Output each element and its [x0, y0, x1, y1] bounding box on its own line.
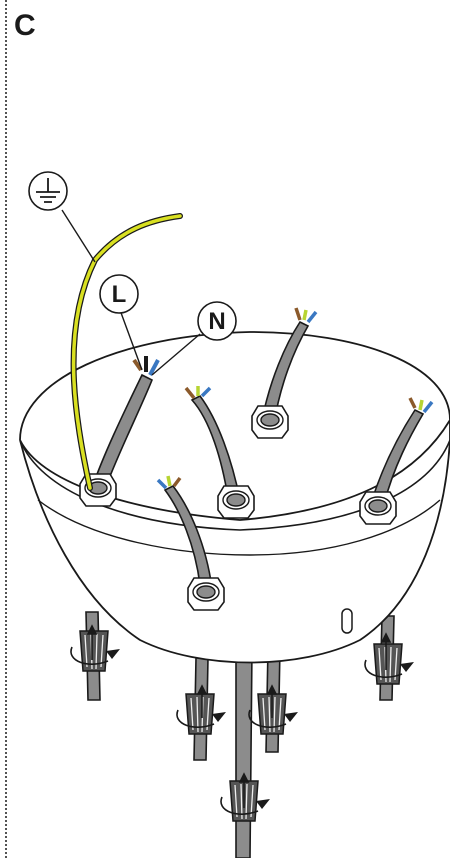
live-neutral-cable	[90, 373, 154, 494]
cable-2	[190, 394, 242, 501]
canopy-slot	[341, 608, 353, 634]
connector-3	[248, 693, 299, 735]
canopy-rim-band	[19, 439, 450, 531]
neutral-callout: N	[197, 301, 237, 341]
cable-4	[370, 408, 425, 506]
neutral-label: N	[208, 308, 225, 335]
cable-3	[261, 320, 310, 426]
wire-cores	[132, 307, 434, 490]
canopy-inner-rim	[37, 499, 441, 556]
connector-1	[70, 630, 121, 672]
canopy-bowl	[19, 418, 450, 664]
connector-5	[220, 780, 271, 822]
live-label: L	[112, 281, 127, 308]
callout-leaders	[61, 209, 201, 376]
incoming-cables	[90, 320, 425, 590]
connector-4	[364, 643, 415, 685]
cable-5	[163, 484, 213, 590]
earth-callout	[28, 171, 68, 211]
canopy-top-rim	[19, 331, 450, 441]
live-callout: L	[99, 274, 139, 314]
step-label: C	[14, 9, 36, 42]
push-arrows	[86, 624, 392, 808]
